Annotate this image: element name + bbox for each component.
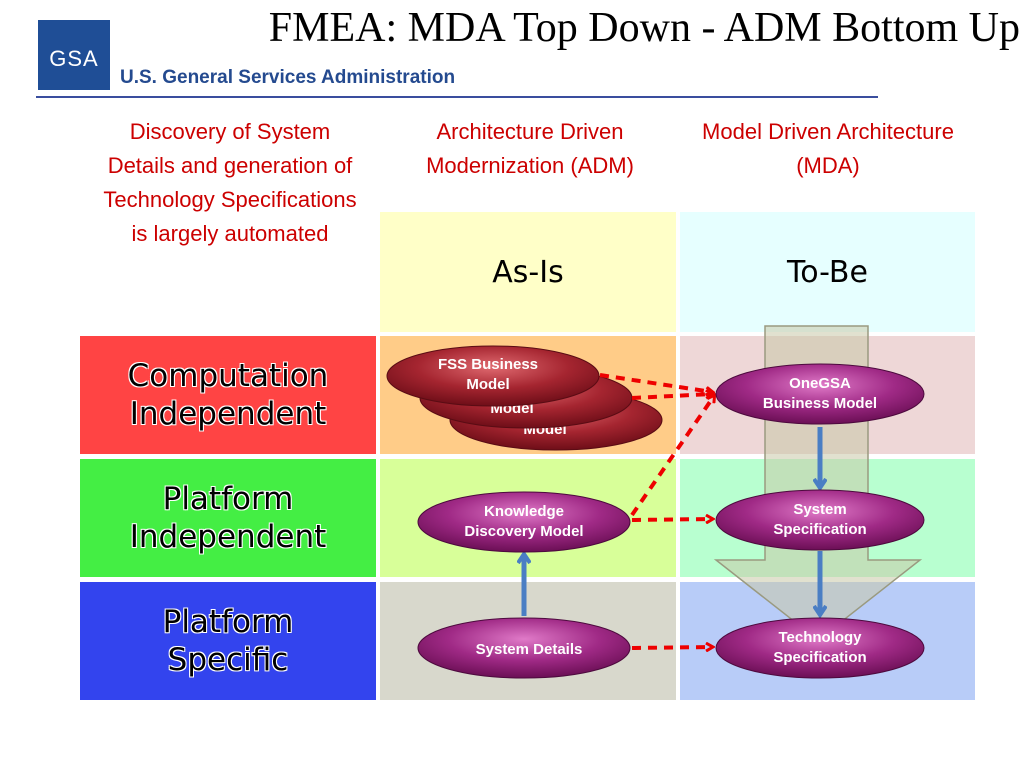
fss-label-line1: FSS Business <box>438 356 538 373</box>
agency-name: U.S. General Services Administration <box>120 67 456 88</box>
gsa-logo-text: GSA <box>49 46 99 71</box>
to-be-label: To-Be <box>787 254 868 290</box>
header-divider <box>36 96 878 98</box>
system-details-label: System Details <box>476 641 583 658</box>
gsa-logo <box>38 20 110 90</box>
svg-text:Discovery Model: Discovery Model <box>464 523 583 540</box>
svg-text:Specification: Specification <box>773 521 866 538</box>
svg-text:Business Model: Business Model <box>763 395 877 412</box>
onegsa-business-model-node: OneGSA Business Model <box>715 363 925 425</box>
slide-title: FMEA: MDA Top Down - ADM Bottom Up <box>268 5 1020 51</box>
row-label-pi: Platform Independent <box>129 481 327 555</box>
as-is-header: As-Is <box>380 212 676 332</box>
system-details-node: System Details <box>417 617 631 679</box>
row-platform-specific: Platform Specific <box>80 582 376 700</box>
knowledge-discovery-model-node: Knowledge Discovery Model <box>417 491 631 553</box>
row-computation-independent: Computation Independent <box>80 336 376 454</box>
row-platform-independent: Platform Independent <box>80 459 376 577</box>
svg-text:Knowledge: Knowledge <box>484 503 564 520</box>
svg-text:OneGSA: OneGSA <box>789 375 851 392</box>
fss-label-line2: Model <box>466 376 509 393</box>
as-is-label: As-Is <box>492 254 564 290</box>
mda-column-header: Model Driven Architecture (MDA) <box>702 119 954 178</box>
svg-text:Technology: Technology <box>778 629 862 646</box>
arrow-sysdetails-to-techspec <box>631 647 712 648</box>
fss-business-model-node: FSS Business Model <box>386 345 600 407</box>
system-specification-node: System Specification <box>715 489 925 551</box>
row-label-ci: Computation Independent <box>127 358 329 432</box>
arrow-fss-to-onegsa-1 <box>599 373 712 392</box>
adm-column-header: Architecture Driven Modernization (ADM) <box>426 119 634 178</box>
technology-specification-node: Technology Specification <box>715 617 925 679</box>
row-label-ps: Platform Specific <box>162 604 294 678</box>
to-be-header: To-Be <box>680 212 975 332</box>
arrow-kdm-to-sysspec <box>631 519 712 520</box>
svg-text:System: System <box>793 501 846 518</box>
arrow-kdm-to-onegsa <box>630 396 714 517</box>
svg-text:Specification: Specification <box>773 649 866 666</box>
arrow-fss-to-onegsa-2 <box>631 394 712 400</box>
left-note: Discovery of System Details and generati… <box>103 119 357 246</box>
